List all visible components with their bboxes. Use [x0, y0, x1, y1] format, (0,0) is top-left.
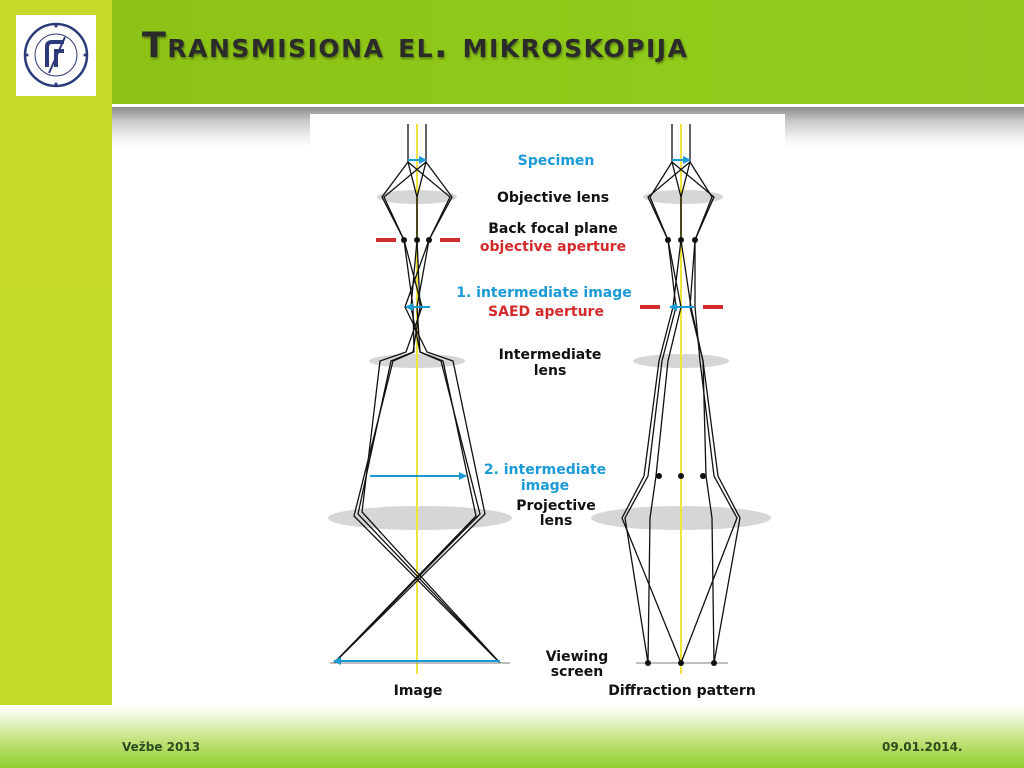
label-diffraction-pattern: Diffraction pattern — [608, 683, 756, 699]
label-second-intermediate-image-line2: image — [521, 478, 569, 494]
label-viewing-screen-line1: Viewing — [546, 649, 609, 665]
footer-date: 09.01.2014. — [882, 740, 963, 754]
label-second-intermediate-image-line1: 2. intermediate — [484, 462, 606, 478]
back-focal-points-left — [401, 237, 432, 243]
label-specimen: Specimen — [518, 153, 595, 169]
lenses — [328, 190, 771, 530]
label-projective-lens-line1: Projective — [516, 498, 596, 514]
tem-ray-diagram: Specimen Objective lens Back focal plane… — [328, 124, 771, 699]
rays-image-mode — [330, 124, 510, 664]
label-image: Image — [394, 683, 443, 699]
objective-lens-right — [643, 190, 723, 204]
label-projective-lens-line2: lens — [540, 513, 573, 529]
label-saed-aperture: SAED aperture — [488, 304, 604, 320]
logo — [16, 15, 96, 96]
label-first-intermediate-image: 1. intermediate image — [456, 285, 632, 301]
label-viewing-screen-line2: screen — [551, 664, 604, 680]
label-intermediate-lens-line1: Intermediate — [499, 347, 602, 363]
label-objective-lens: Objective lens — [497, 190, 609, 206]
tem-diagram: Specimen Objective lens Back focal plane… — [310, 114, 785, 706]
sidebar-bar — [0, 0, 112, 705]
slide-title: Transmisiona el. mikroskopija — [142, 26, 689, 66]
rays-diffraction-mode — [621, 124, 741, 664]
label-back-focal-plane: Back focal plane — [488, 221, 617, 237]
title-bar — [112, 0, 1024, 104]
label-intermediate-lens-line2: lens — [534, 363, 567, 379]
footer-bar — [0, 705, 1024, 768]
projective-lens-left — [328, 506, 512, 530]
faculty-seal-icon — [23, 22, 89, 88]
footer-course: Vežbe 2013 — [122, 740, 201, 754]
label-objective-aperture: objective aperture — [480, 239, 626, 255]
diffraction-spots — [645, 237, 717, 666]
title-divider — [112, 104, 1024, 107]
